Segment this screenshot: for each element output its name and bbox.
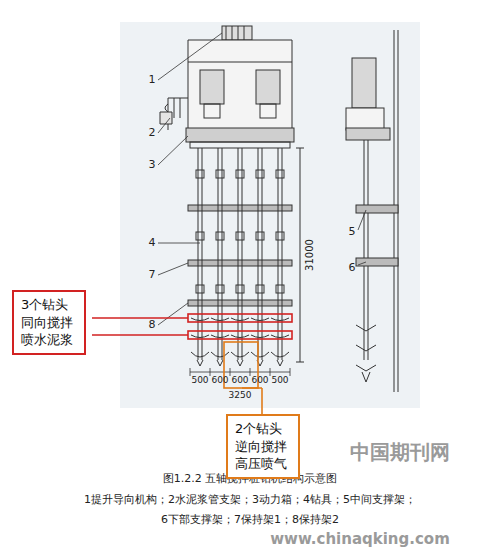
legend-note: 6下部支撑架；7保持架1；8保持架2 [161,514,339,526]
legend-note: 1提升导向机构；2水泥浆管支架；3动力箱；4钻具；5中间支撑架； [84,494,416,506]
dimension: 600 [211,376,228,386]
dimension: 500 [271,376,288,386]
drill-shafts [191,148,289,366]
dimension: 600 [251,376,268,386]
watermark: www.chinaqking.com [270,531,450,548]
callout-text: 2个钻头 逆向搅拌 高压喷气 [235,420,291,473]
callout-number: 6 [349,262,356,274]
callout-number: 3 [149,159,156,171]
dimension: 500 [191,376,208,386]
watermark: 中国期刊网 [350,441,450,463]
side-view [346,30,398,392]
dimension: 31000 [304,239,315,271]
callout-box: 3个钻头 同向搅拌 喷水泥浆 [12,290,86,355]
callout-number: 5 [349,226,356,238]
callout-number: 8 [149,319,156,331]
callout-number: 4 [149,237,156,249]
leader-lines [158,33,366,376]
highlight-marks [92,314,292,414]
callout-number: 7 [149,269,156,281]
callout-number: 2 [149,127,156,139]
photo-ground [120,22,420,408]
callout-text: 3个钻头 同向搅拌 喷水泥浆 [21,296,77,349]
dimension: 3250 [229,391,252,401]
callout-number: 1 [149,74,156,86]
front-view [160,26,304,362]
callout-box: 2个钻头 逆向搅拌 高压喷气 [226,414,300,479]
dimension: 600 [231,376,248,386]
